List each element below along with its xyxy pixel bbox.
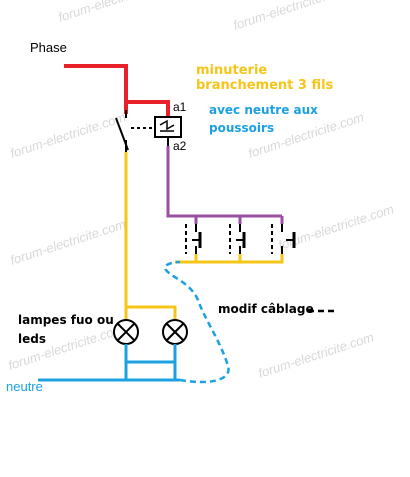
neutral-label: neutre: [6, 379, 43, 394]
watermark-text: forum-electricite.com: [8, 109, 128, 161]
phase-wire: [64, 64, 170, 120]
modif-label: modif câblage: [218, 302, 314, 316]
push-button: [185, 224, 202, 254]
terminal-a1-label: a1: [173, 100, 187, 114]
lamp-symbol: [162, 319, 188, 345]
push-button: [229, 224, 246, 254]
timer-note-line: poussoirs: [209, 121, 275, 135]
timer-title-line: minuterie: [196, 63, 268, 78]
timer-switch: [115, 110, 154, 152]
timer-note: avec neutre aux poussoirs: [209, 101, 318, 137]
modified-wiring: [163, 260, 230, 384]
timer-title-line: branchement 3 fils: [196, 77, 334, 93]
timer-note-line: avec neutre aux: [209, 103, 318, 117]
phase-label: Phase: [30, 40, 67, 55]
watermark-text: forum-electricite.com: [56, 0, 176, 25]
push-buttons: [185, 224, 296, 254]
watermark-text: forum-electricite.com: [256, 329, 376, 381]
pusher-wire: [166, 146, 284, 224]
lamps-label-line: leds: [18, 331, 46, 346]
timer-title: minuterie branchement 3 fils: [196, 63, 334, 94]
lamp-symbol: [113, 319, 139, 345]
lamps-label-line: lampes fuo ou: [18, 313, 114, 327]
terminal-a2-label: a2: [173, 139, 187, 153]
lamp-wire: [124, 152, 284, 320]
watermark-text: forum-electricite.com: [231, 0, 351, 33]
push-button: [271, 224, 296, 254]
lamps: [113, 319, 188, 345]
neutral-wire: [38, 344, 180, 382]
lamps-label: lampes fuo ou leds: [18, 311, 114, 348]
timer-relay-coil: [154, 116, 182, 146]
watermark-text: forum-electricite.com: [8, 216, 128, 268]
